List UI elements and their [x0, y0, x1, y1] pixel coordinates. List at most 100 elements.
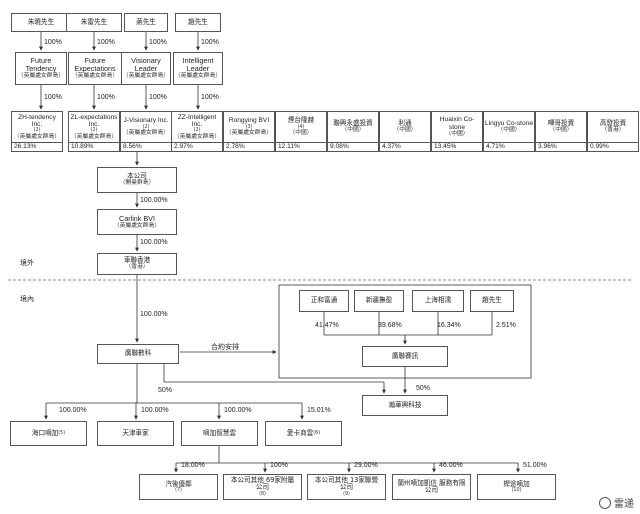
shareholder-note: （英屬處女群島）	[122, 130, 170, 137]
holdco-name: Future Tendency	[25, 56, 57, 74]
vie-holder-name: 趙先生	[482, 296, 502, 305]
subsidiary-name: 嘀加智慧雲	[203, 428, 236, 437]
shareholder-pct-cell: 0.99%	[587, 143, 639, 152]
shareholder-name: Lingyu Co-stone	[484, 120, 534, 128]
vie-sub-pct: 100%	[270, 462, 288, 469]
founder-pct-8: 100%	[201, 94, 219, 101]
shareholder-note: （英屬處女群島）	[173, 133, 221, 140]
subsidiary-name: 天津車家	[122, 428, 149, 437]
shareholder-ref: (2)	[193, 128, 201, 134]
shareholder-pct: 10.89%	[71, 143, 94, 151]
shareholder-name: 嗶哥投資	[547, 119, 575, 128]
shareholder-note: （英屬處女群島）	[13, 133, 61, 140]
shareholder-name: Rongying BVI	[228, 117, 270, 125]
founder-pct-3: 100%	[149, 39, 167, 46]
founder-label: 朱雷先生	[80, 17, 108, 26]
shareholder-pct: 4.37%	[382, 143, 401, 151]
jv-box: 瀚華興科技	[362, 395, 448, 416]
founder-label: 蔣先生	[136, 17, 156, 26]
shareholder-pct-cell: 26.13%	[11, 143, 63, 152]
founder-pct-6: 100%	[97, 94, 115, 101]
carlink-note: （英屬處女群島）	[113, 222, 161, 229]
shareholder-box: ZH-tendency Inc.(2)（英屬處女群島）	[11, 111, 63, 143]
carlink-name: Carlink BVI	[119, 213, 155, 223]
shareholder-note: （英屬處女群島）	[70, 133, 118, 140]
shareholder-box: 煙台隆赫(4)（中國）	[275, 111, 327, 143]
shareholder-pct: 2.78%	[226, 143, 245, 151]
vie-sub-ref: (9)	[343, 491, 350, 497]
shareholder-pct-cell: 9.08%	[327, 143, 379, 152]
shareholder-pct-cell: 2.97%	[171, 143, 223, 152]
shareholder-note: （中國）	[393, 127, 417, 134]
shareholder-pct: 2.97%	[174, 143, 193, 151]
shareholder-box: 高發投資（香港）	[587, 111, 639, 143]
shareholder-name: ZH-tendency Inc.	[18, 113, 56, 129]
holdco-name: Future Expectations	[74, 56, 116, 74]
shareholder-note: （中國）	[497, 127, 521, 134]
company-note: （開曼群島）	[119, 180, 155, 187]
company-pct: 100.00%	[140, 197, 168, 204]
holdco-note: （英屬處女群島）	[122, 73, 170, 80]
vie-sub-box: 桿途嘀加(10)	[477, 474, 556, 500]
shareholder-name: 利通	[398, 119, 412, 128]
carlink-box: Carlink BVI（英屬處女群島）	[97, 209, 177, 235]
vie-holder-name: 上海相濡	[424, 296, 452, 305]
shareholder-pct: 9.08%	[330, 143, 349, 151]
shareholder-pct-cell: 8.56%	[120, 143, 172, 152]
hk-box: 車聯香港（香港）	[97, 253, 177, 275]
shareholder-name: 聯興永盛投資	[333, 119, 373, 128]
shareholder-box: ZZ-Intelligent Inc.(2)（英屬處女群島）	[171, 111, 223, 143]
vie-sub-name: 本公司其他 69家附屬公司	[230, 475, 295, 492]
shareholder-pct-cell: 4.71%	[483, 143, 535, 152]
shareholder-pct: 0.99%	[590, 143, 609, 151]
hk-name: 車聯香港	[123, 256, 151, 265]
shareholder-box: 聯興永盛投資（中國）	[327, 111, 379, 143]
vie-sub-box: 汽後優鄰(7)	[139, 474, 218, 500]
shareholder-pct: 4.71%	[486, 143, 505, 151]
vie-sub-name: 蘭州嘀加凱信 服務有限公司	[397, 478, 466, 494]
vie-sub-ref: (8)	[259, 491, 266, 497]
founder-pct-7: 100%	[149, 94, 167, 101]
shareholder-box: 利通（中國）	[379, 111, 431, 143]
watermark-text: 雷递	[614, 499, 634, 510]
subsidiary-box: 天津車家	[97, 421, 174, 446]
founder-label: 趙先生	[188, 17, 208, 26]
vie-holder-pct-1: 41.47%	[315, 322, 339, 329]
company-box: 本公司（開曼群島）	[97, 167, 177, 193]
shareholder-note: （中國）	[549, 127, 573, 134]
vie-holder-pct-4: 2.51%	[496, 322, 516, 329]
shareholder-note: （英屬處女群島）	[225, 130, 273, 137]
holdco-note: （英屬處女群島）	[174, 73, 222, 80]
subsidiary-name: 海口嘀加	[31, 428, 59, 437]
shareholder-box: Lingyu Co-stone（中國）	[483, 111, 535, 143]
overseas-label: 境外	[20, 259, 34, 267]
founder-pct-4: 100%	[201, 39, 219, 46]
founder-box-2: 朱雷先生	[66, 13, 122, 32]
founder-pct-2: 100%	[97, 39, 115, 46]
shareholder-name: 高發投資	[599, 119, 627, 128]
shareholder-box: 嗶哥投資（中國）	[535, 111, 587, 143]
shareholder-name: ZZ-Intelligent Inc.	[177, 113, 217, 129]
subsidiary-box: 愛卡商雲(6)	[265, 421, 342, 446]
wfoe-box: 廣聯數科	[97, 344, 179, 364]
sub-pct-4: 15.01%	[307, 407, 331, 414]
founder-pct-5: 100%	[44, 94, 62, 101]
shareholder-note: （中國）	[445, 131, 469, 138]
jv-pct-wfoe: 50%	[158, 387, 173, 394]
shareholder-ref: (2)	[90, 128, 98, 134]
shareholder-pct-cell: 2.78%	[223, 143, 275, 152]
shareholder-name: ZL-expectations Inc.	[70, 113, 118, 129]
shareholder-pct: 8.56%	[123, 143, 142, 151]
shareholder-ref: (4)	[297, 124, 305, 130]
shareholder-note: （中國）	[341, 127, 365, 134]
subsidiary-box: 海口嘀加(5)	[10, 421, 87, 446]
shareholder-pct: 3.96%	[538, 143, 557, 151]
shareholder-pct: 12.11%	[278, 143, 300, 151]
shareholder-box: ZL-expectations Inc.(2)（英屬處女群島）	[68, 111, 120, 143]
holdco-name: Intelligent Leader	[182, 56, 214, 74]
sub-pct-2: 100.00%	[141, 407, 169, 414]
sub-pct-3: 100.00%	[224, 407, 252, 414]
founder-box-1: 朱曉先生	[11, 13, 71, 32]
vie-sub-ref: (10)	[511, 488, 522, 493]
carlink-pct: 100.00%	[140, 239, 168, 246]
